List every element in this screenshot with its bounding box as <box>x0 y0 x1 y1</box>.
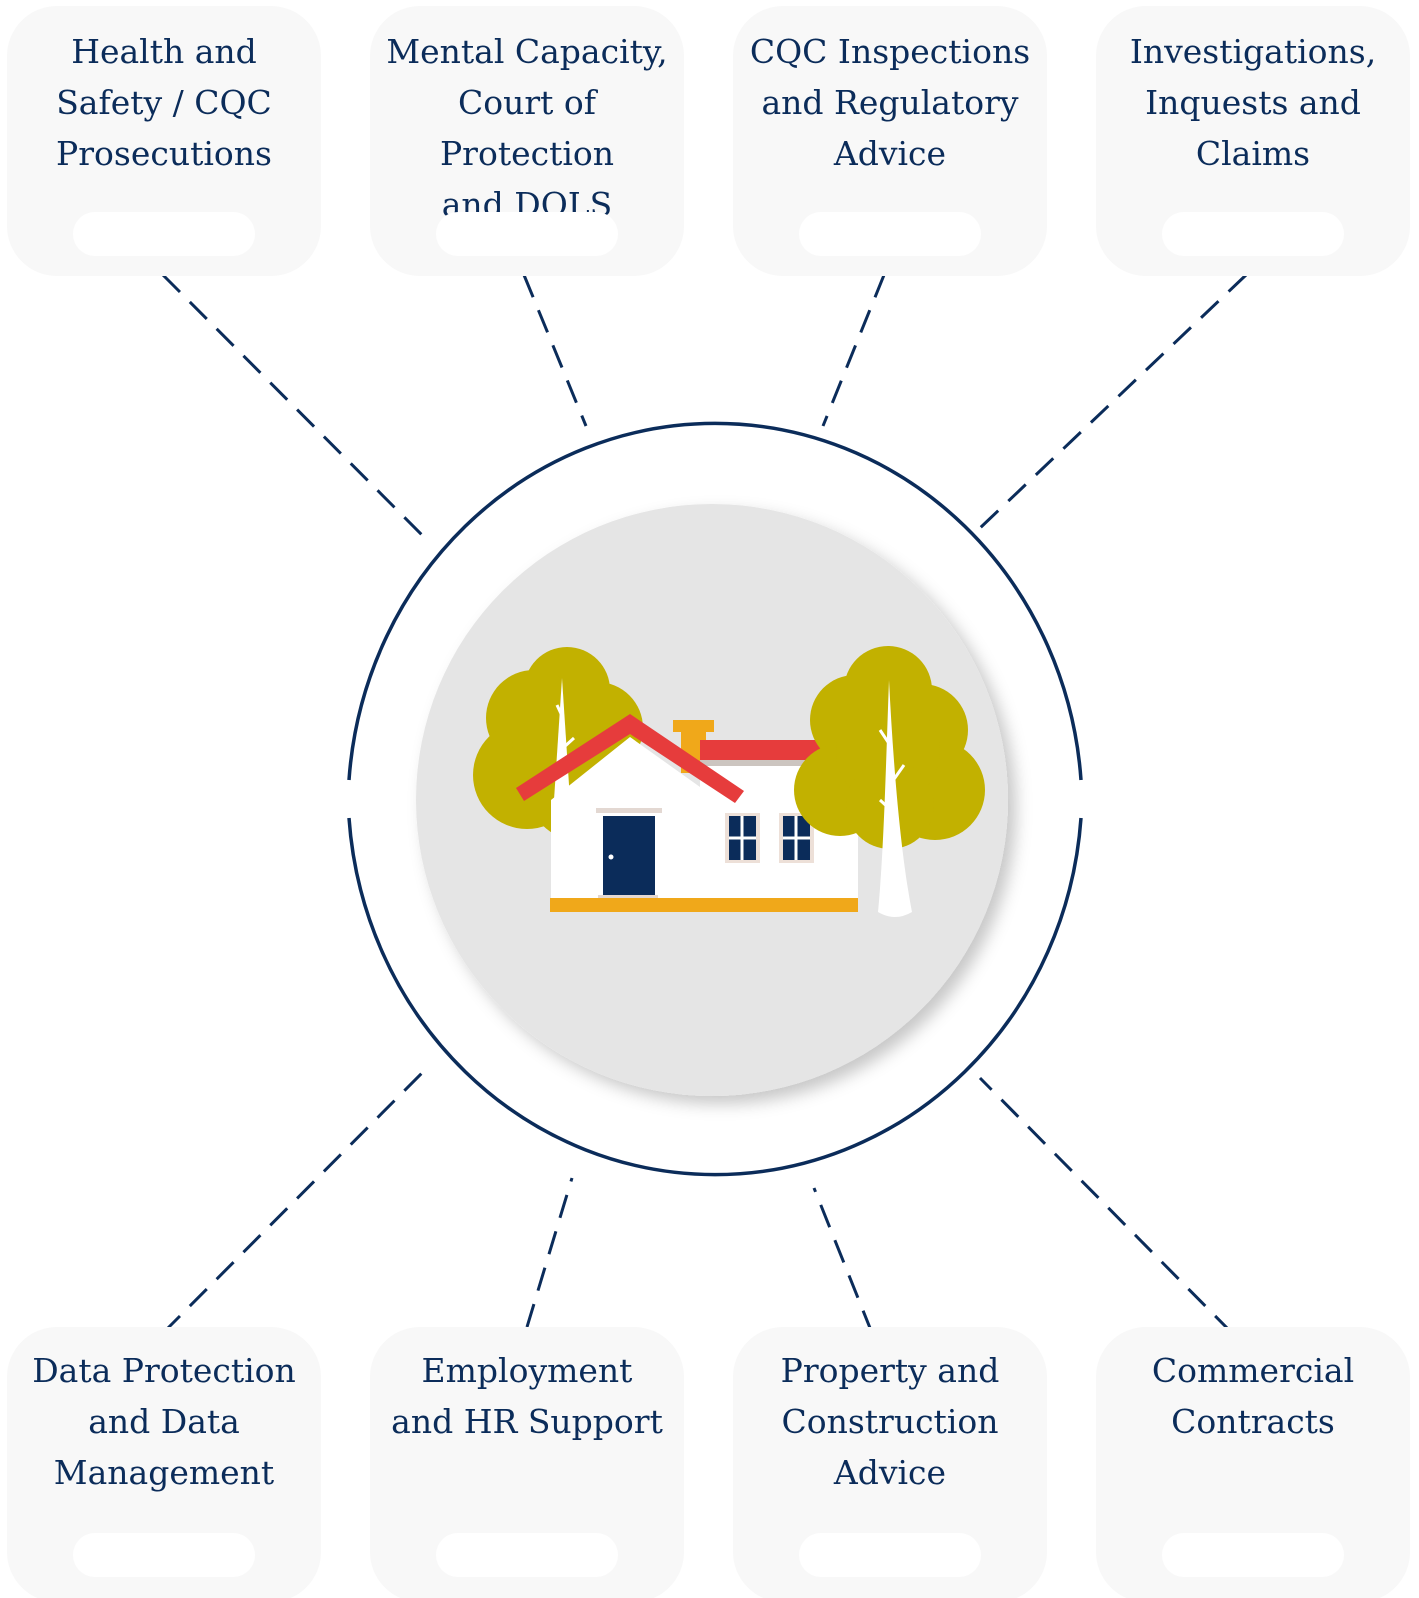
connector-bottom-3 <box>812 1187 874 1334</box>
connector-top-4 <box>978 273 1248 530</box>
service-card-label: Commercial Contracts <box>1151 1351 1355 1441</box>
service-card-label: Data Protection and Data Management <box>32 1351 296 1492</box>
connector-bottom-4 <box>978 1076 1234 1335</box>
card-button[interactable] <box>73 212 255 256</box>
hub-ring <box>347 421 1083 1177</box>
card-button[interactable] <box>436 212 618 256</box>
service-card-label: Investigations, Inquests and Claims <box>1129 32 1377 173</box>
service-card-commercial[interactable]: Commercial Contracts <box>1096 1327 1410 1598</box>
card-button[interactable] <box>799 1533 981 1577</box>
connector-top-3 <box>821 274 886 427</box>
service-card-label: Mental Capacity, Court of Protection and… <box>386 32 668 224</box>
service-card-mental-capacity[interactable]: Mental Capacity, Court of Protection and… <box>370 6 684 276</box>
service-card-cqc-inspections[interactable]: CQC Inspections and Regulatory Advice <box>733 6 1047 276</box>
service-card-investigations[interactable]: Investigations, Inquests and Claims <box>1096 6 1410 276</box>
connector-bottom-1 <box>161 1068 427 1335</box>
service-card-label: Health and Safety / CQC Prosecutions <box>56 32 272 173</box>
connector-top-2 <box>522 274 588 427</box>
service-card-label: Employment and HR Support <box>391 1351 663 1441</box>
card-button[interactable] <box>799 212 981 256</box>
service-card-property[interactable]: Property and Construction Advice <box>733 1327 1047 1598</box>
connector-bottom-2 <box>525 1177 574 1328</box>
card-button[interactable] <box>1162 212 1344 256</box>
service-card-label: CQC Inspections and Regulatory Advice <box>749 32 1031 173</box>
service-card-label: Property and Construction Advice <box>780 1351 1000 1492</box>
service-card-health-safety[interactable]: Health and Safety / CQC Prosecutions <box>7 6 321 276</box>
card-button[interactable] <box>1162 1533 1344 1577</box>
card-button[interactable] <box>436 1533 618 1577</box>
service-card-employment[interactable]: Employment and HR Support <box>370 1327 684 1598</box>
card-button[interactable] <box>73 1533 255 1577</box>
connector-top-1 <box>161 273 427 540</box>
house-with-trees-icon <box>473 646 985 917</box>
connector-lines <box>161 273 1248 1335</box>
service-card-data-protection[interactable]: Data Protection and Data Management <box>7 1327 321 1598</box>
